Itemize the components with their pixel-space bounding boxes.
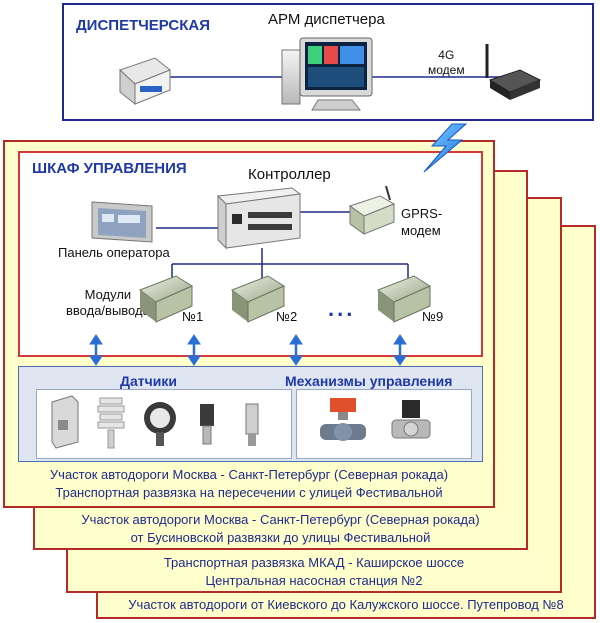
io-module-icon (230, 275, 286, 323)
site-caption-4: Участок автодороги от Киевского до Калуж… (96, 596, 596, 614)
site-caption-1: Участок автодороги Москва - Санкт-Петерб… (3, 466, 495, 502)
printer-icon (119, 57, 171, 106)
io-modules-label: Модули ввода/вывода (66, 287, 150, 319)
sensor-icon (51, 395, 79, 449)
sensor-icon (245, 403, 259, 446)
site-caption-3: Транспортная развязка МКАД - Каширское ш… (66, 554, 562, 590)
modem-4g-label-line1: 4G (438, 48, 455, 62)
monitor-icon (281, 37, 373, 111)
sensor-icon (200, 404, 214, 445)
gprs-modem-label: GPRS- модем (401, 205, 442, 239)
module-number-1: №1 (182, 309, 204, 324)
io-module-icon (376, 275, 432, 323)
modem-4g-label-line2: модем (428, 63, 465, 77)
control-cabinet-title: ШКАФ УПРАВЛЕНИЯ (32, 160, 187, 177)
signal-arrows (89, 334, 407, 366)
gprs-modem-label-line1: GPRS- (401, 206, 443, 221)
site-caption-3-line1: Транспортная развязка МКАД - Каширское ш… (163, 555, 465, 570)
sensors-title: Датчики (120, 373, 177, 389)
site-caption-2-line2: от Бусиновской развязки до улицы Фестива… (130, 530, 431, 545)
operator-panel-icon (91, 201, 153, 243)
io-modules-label-line1: Модули (84, 287, 132, 302)
module-ellipsis: ... (328, 296, 356, 321)
signal-arrow-1 (89, 334, 103, 366)
site-caption-1-line1: Участок автодороги Москва - Санкт-Петерб… (49, 467, 449, 482)
modem-icon (488, 69, 542, 100)
gprs-modem-label-line2: модем (401, 223, 441, 238)
signal-arrow-3 (289, 334, 303, 366)
gprs-modem-icon (348, 185, 396, 235)
sensor-icon (97, 397, 125, 449)
io-module-icon (138, 275, 194, 323)
valve-icon (391, 400, 431, 439)
signal-arrow-2 (187, 334, 201, 366)
module-number-9: №9 (422, 309, 444, 324)
sensor-icon (144, 402, 176, 446)
modem-4g-label: 4G модем (428, 48, 465, 78)
dispatch-title: ДИСПЕТЧЕРСКАЯ (76, 17, 211, 34)
mechanisms-title: Механизмы управления (285, 373, 453, 389)
workstation-label: АРМ диспетчера (268, 11, 385, 28)
mechanisms-panel (296, 389, 472, 459)
plc-controller-icon (216, 187, 302, 250)
site-caption-4-line1: Участок автодороги от Киевского до Калуж… (128, 597, 564, 612)
site-caption-3-line2: Центральная насосная станция №2 (205, 573, 423, 588)
lightning-icon (423, 123, 468, 173)
module-number-2: №2 (276, 309, 298, 324)
valve-icon (320, 398, 366, 441)
signal-arrow-4 (393, 334, 407, 366)
control-cabinet (18, 151, 483, 357)
site-caption-2-line1: Участок автодороги Москва - Санкт-Петерб… (81, 512, 480, 527)
controller-label: Контроллер (248, 166, 331, 183)
io-modules-label-line2: ввода/вывода (66, 303, 150, 318)
operator-panel-label: Панель оператора (58, 245, 170, 260)
site-caption-2: Участок автодороги Москва - Санкт-Петерб… (33, 511, 528, 547)
site-caption-1-line2: Транспортная развязка на пересечении с у… (55, 485, 443, 500)
